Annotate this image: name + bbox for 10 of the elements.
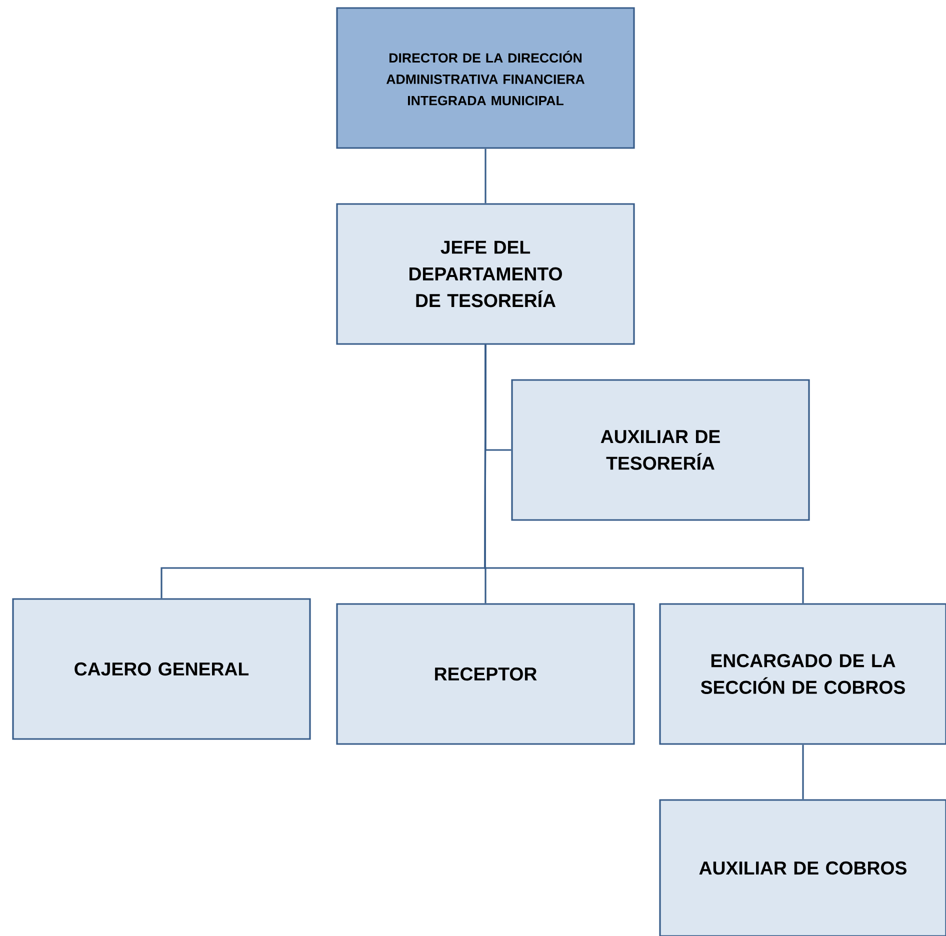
connector-line — [484, 148, 486, 204]
org-box: ENCARGADO DE LA SECCIÓN DE COBROS — [659, 603, 946, 745]
org-box: AUXILIAR DE COBROS — [659, 799, 946, 936]
org-box: DIRECTOR DE LA DIRECCIÓN ADMINISTRATIVA FINANCIERA INTEGRADA MUNICIPAL — [336, 7, 635, 149]
org-box: AUXILIAR DE TESORERÍA — [511, 379, 810, 521]
connector-line — [484, 344, 804, 604]
connector-line — [802, 744, 804, 800]
org-box: JEFE DEL DEPARTAMENTO DE TESORERÍA — [336, 203, 635, 345]
org-box: RECEPTOR — [336, 603, 635, 745]
org-box: CAJERO GENERAL — [12, 598, 311, 740]
